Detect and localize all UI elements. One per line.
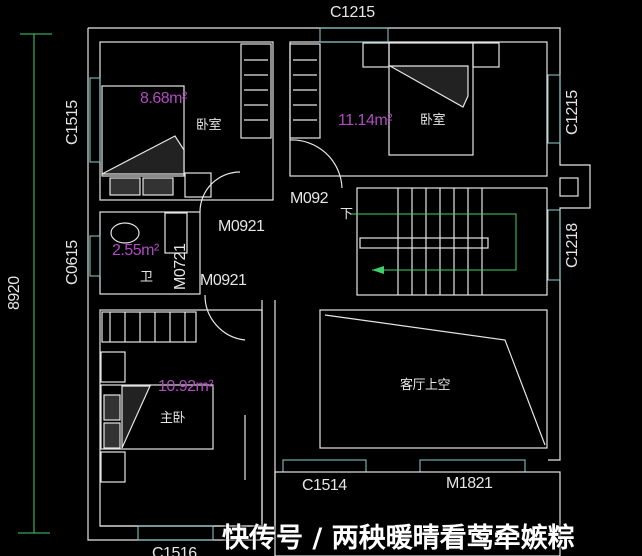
stair: [350, 187, 548, 296]
name-living-void: 客厅上空: [400, 377, 451, 392]
watermark: 快传号 / 两秧暖晴看莺牵嫉粽: [222, 523, 575, 554]
area-bedroom-left: 8.68m²: [140, 90, 187, 107]
living-void: [274, 309, 561, 556]
door-label-bath-inner: M0721: [172, 243, 189, 290]
door-label-bedroom-right: M092: [290, 190, 329, 207]
area-master-bedroom: 10.92m²: [158, 378, 214, 395]
name-bathroom: 卫: [140, 269, 153, 284]
window-label-right-upper: C1215: [564, 90, 581, 135]
window-label-right-lower: C1218: [564, 223, 581, 268]
name-bedroom-left: 卧室: [196, 117, 222, 132]
door-label-main-entry: M1821: [446, 475, 493, 492]
door-label-bath: M0921: [200, 272, 247, 289]
area-bathroom: 2.55m²: [112, 242, 159, 259]
window-label-bottom-mid: C1514: [302, 477, 347, 494]
window-label-left-lower: C0615: [64, 240, 81, 285]
window-label-left-upper: C1515: [64, 100, 81, 145]
master-bedroom-walls: [99, 309, 263, 541]
bedroom-left-walls: [89, 41, 274, 201]
dimension-line: [18, 33, 52, 534]
bedroom-right-walls: [289, 27, 561, 281]
area-bedroom-right: 11.14m²: [338, 112, 393, 129]
stair-direction: 下: [340, 206, 353, 221]
window-label-bottom-left: C1516: [152, 545, 197, 556]
dimension-total: 8920: [6, 276, 23, 310]
window-label-top: C1215: [330, 4, 375, 21]
name-bedroom-right: 卧室: [420, 112, 446, 127]
door-label-bedroom-small: M0921: [218, 218, 265, 235]
bathroom-walls: [89, 171, 246, 341]
name-master-bedroom: 主卧: [160, 410, 186, 425]
